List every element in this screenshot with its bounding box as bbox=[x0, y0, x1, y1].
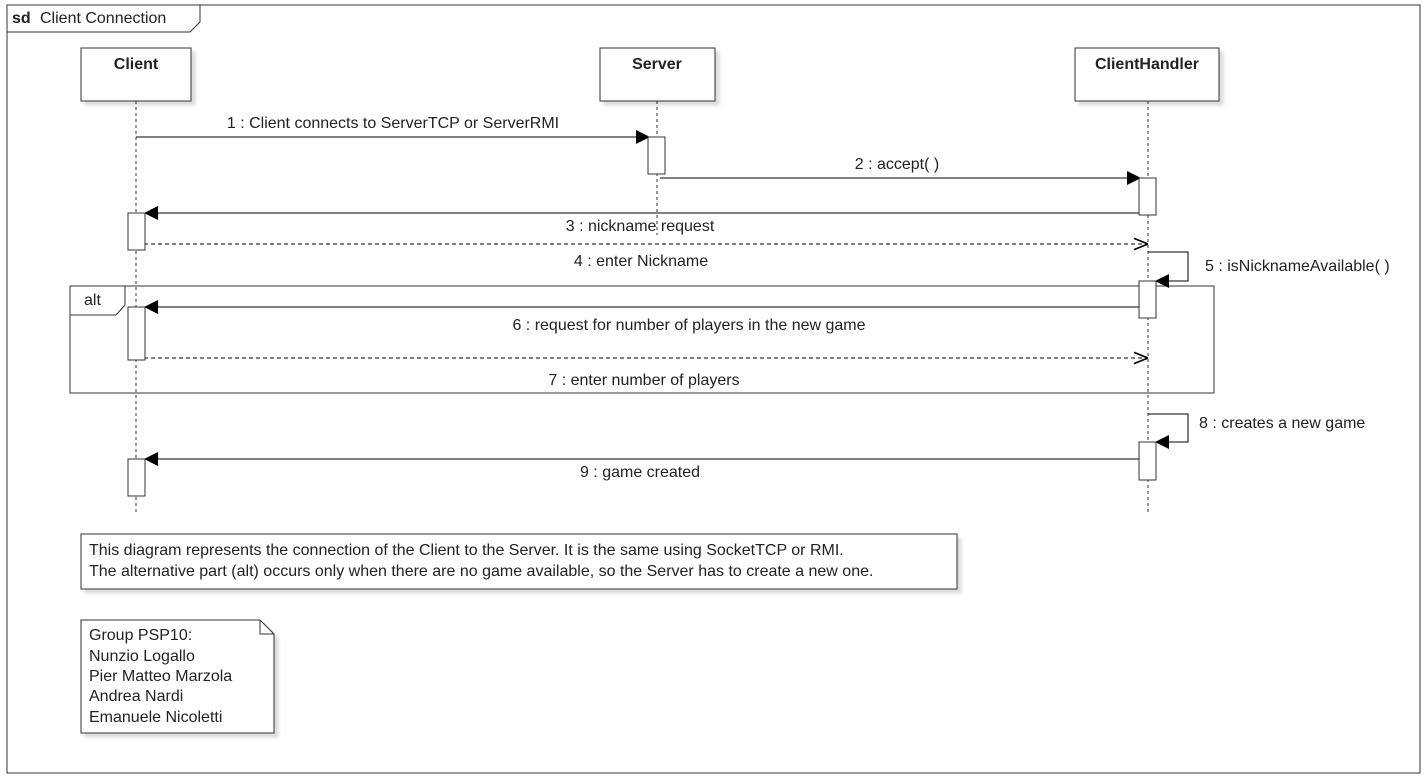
message-8-label: 8 : creates a new game bbox=[1199, 415, 1365, 432]
group-note: Group PSP10: Nunzio Logallo Pier Matteo … bbox=[80, 619, 275, 734]
activations bbox=[127, 136, 1157, 497]
alt-operator: alt bbox=[84, 292, 101, 309]
activation-handler-2 bbox=[1138, 280, 1157, 319]
message-4-label: 4 : enter Nickname bbox=[574, 253, 708, 270]
message-1-label: 1 : Client connects to ServerTCP or Serv… bbox=[227, 115, 559, 132]
message-7: 7 : enter number of players bbox=[144, 358, 1148, 389]
group-line-5: Emanuele Nicoletti bbox=[89, 709, 222, 726]
message-3: 3 : nickname request bbox=[144, 206, 1141, 235]
lifeline-client: Client bbox=[80, 47, 192, 102]
lifeline-server-box bbox=[599, 47, 716, 102]
alt-fragment: alt bbox=[69, 285, 1215, 394]
lifeline-server-name: Server bbox=[632, 56, 682, 73]
lifeline-handler-name: ClientHandler bbox=[1095, 56, 1199, 73]
description-note: This diagram represents the connection o… bbox=[80, 533, 958, 590]
message-9: 9 : game created bbox=[144, 452, 1141, 481]
lifeline-handler: ClientHandler bbox=[1074, 47, 1220, 102]
description-line-1: This diagram represents the connection o… bbox=[89, 542, 844, 559]
lifeline-client-name: Client bbox=[114, 56, 159, 73]
message-6-label: 6 : request for number of players in the… bbox=[512, 317, 865, 334]
message-5-self: 5 : isNicknameAvailable( ) bbox=[1148, 251, 1390, 288]
activation-server bbox=[647, 136, 666, 175]
lifeline-client-box bbox=[80, 47, 192, 102]
group-line-4: Andrea Nardi bbox=[89, 688, 183, 705]
description-line-2: The alternative part (alt) occurs only w… bbox=[89, 563, 873, 580]
message-4: 4 : enter Nickname bbox=[144, 244, 1148, 270]
activation-client-1 bbox=[127, 212, 146, 251]
message-2-label: 2 : accept( ) bbox=[855, 156, 939, 173]
activation-handler-1 bbox=[1138, 177, 1157, 216]
message-2: 2 : accept( ) bbox=[660, 156, 1141, 185]
activation-client-3 bbox=[127, 458, 146, 497]
group-line-3: Pier Matteo Marzola bbox=[89, 668, 232, 685]
message-5-label: 5 : isNicknameAvailable( ) bbox=[1205, 258, 1390, 275]
activation-client-2 bbox=[127, 306, 146, 361]
message-7-label: 7 : enter number of players bbox=[548, 372, 739, 389]
frame-kind: sd bbox=[12, 10, 31, 27]
group-line-2: Nunzio Logallo bbox=[89, 648, 195, 665]
activation-handler-3 bbox=[1138, 441, 1157, 481]
message-1: 1 : Client connects to ServerTCP or Serv… bbox=[136, 115, 650, 144]
message-6: 6 : request for number of players in the… bbox=[144, 300, 1141, 334]
message-3-label: 3 : nickname request bbox=[566, 218, 715, 235]
message-8-self: 8 : creates a new game bbox=[1148, 413, 1365, 449]
lifeline-server: Server bbox=[599, 47, 716, 102]
lifeline-handler-box bbox=[1074, 47, 1220, 102]
group-line-1: Group PSP10: bbox=[89, 627, 192, 644]
message-9-label: 9 : game created bbox=[580, 464, 700, 481]
frame-title: Client Connection bbox=[40, 10, 166, 27]
